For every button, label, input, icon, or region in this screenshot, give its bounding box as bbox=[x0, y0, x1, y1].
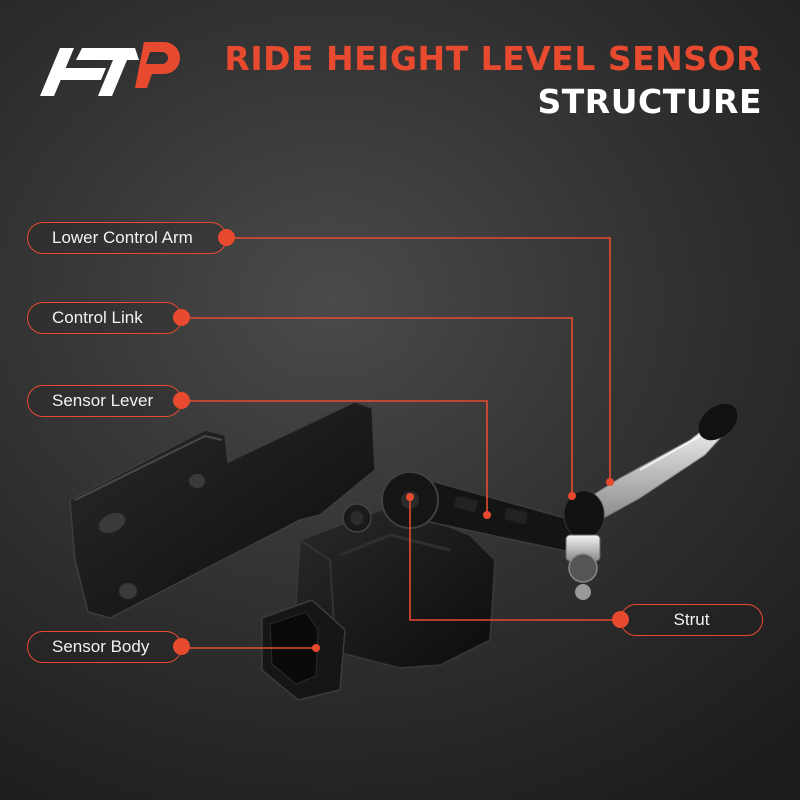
brand-logo bbox=[40, 42, 180, 96]
mounting-bracket bbox=[69, 401, 376, 619]
label-lower-control-arm-text: Lower Control Arm bbox=[52, 228, 193, 247]
leader-sensor-lever bbox=[180, 400, 488, 513]
leader-lines bbox=[180, 237, 620, 649]
label-sensor-body: Sensor Body bbox=[27, 631, 190, 663]
label-strut: Strut bbox=[612, 604, 763, 636]
title-line-2: STRUCTURE bbox=[537, 82, 762, 121]
title-line-1: RIDE HEIGHT LEVEL SENSOR bbox=[224, 39, 762, 78]
label-control-link: Control Link bbox=[27, 302, 190, 334]
callout-dot bbox=[173, 392, 190, 409]
leader-strut bbox=[409, 497, 620, 621]
label-control-link-text: Control Link bbox=[52, 308, 143, 327]
callout-dot bbox=[612, 611, 629, 628]
label-sensor-body-text: Sensor Body bbox=[52, 637, 150, 656]
leader-control-link bbox=[180, 317, 573, 496]
leader-lower-control-arm bbox=[226, 237, 611, 482]
control-link bbox=[563, 403, 738, 600]
callout-dot bbox=[218, 229, 235, 246]
label-sensor-lever-text: Sensor Lever bbox=[52, 391, 154, 410]
sensor-housing bbox=[261, 503, 496, 701]
label-strut-text: Strut bbox=[673, 610, 710, 629]
label-lower-control-arm: Lower Control Arm bbox=[27, 222, 235, 254]
leader-endpoints bbox=[312, 478, 614, 652]
label-sensor-lever: Sensor Lever bbox=[27, 385, 190, 417]
callout-dot bbox=[173, 638, 190, 655]
page-title: RIDE HEIGHT LEVEL SENSOR STRUCTURE bbox=[224, 42, 762, 118]
callout-dot bbox=[173, 309, 190, 326]
